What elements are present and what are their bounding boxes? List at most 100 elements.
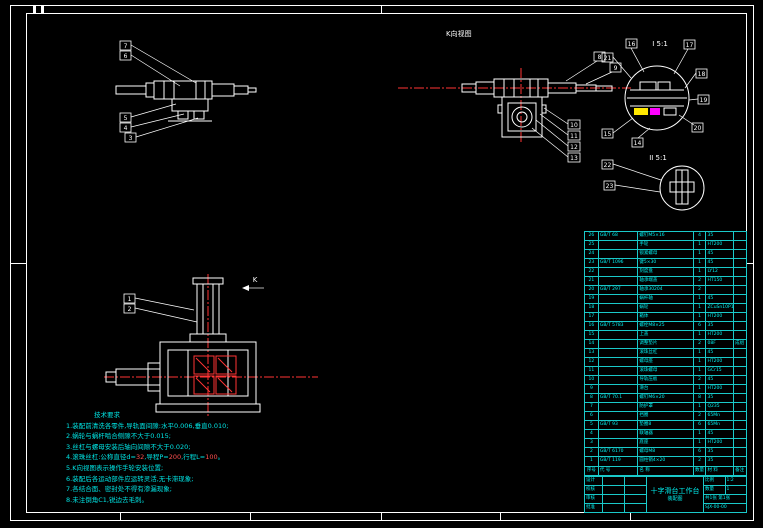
bom-cell-code: [599, 385, 639, 393]
signature-label: 设计: [585, 477, 603, 485]
bom-cell-no: 18: [585, 304, 599, 312]
bom-cell-material: 45: [706, 295, 735, 303]
bom-cell-qty: 1: [694, 250, 707, 258]
bom-row: 2 GB/T 6170 螺母M8 6 35: [585, 448, 746, 457]
callout-leaders: [612, 163, 662, 193]
bom-cell-code: GB/T 297: [599, 286, 639, 294]
bom-cell-remark: [734, 259, 746, 267]
bom-cell-material: 65Mn: [706, 421, 735, 429]
bom-cell-name: 滚珠螺母: [638, 367, 694, 375]
signature-row: 校核: [585, 486, 646, 495]
bom-cell-name: 刻度盘: [638, 268, 694, 276]
bom-cell-qty: 1: [694, 259, 707, 267]
bom-cell-remark: [734, 412, 746, 420]
bom-cell-material: Q235: [706, 403, 735, 411]
bom-header-no: 序号: [585, 467, 599, 475]
callout-balloons: 1 2: [123, 293, 136, 314]
bom-cell-material: HT200: [706, 385, 735, 393]
bom-row: 16 GB/T 5783 螺栓M8×25 6 35: [585, 322, 746, 331]
callout-number: 23: [606, 183, 614, 190]
bom-row: 9 滑台 1 HT200: [585, 385, 746, 394]
bom-cell-no: 9: [585, 385, 599, 393]
bom-cell-material: HT200: [706, 313, 735, 321]
callout-leaders: [134, 297, 198, 323]
bom-row: 23 GB/T 1096 键5×30 1 45: [585, 259, 746, 268]
bom-cell-remark: [734, 421, 746, 429]
bom-cell-name: 圆柱销4×20: [638, 457, 694, 466]
drawing-geometry: [105, 277, 261, 413]
bom-cell-code: [599, 412, 639, 420]
bom-cell-name: 箱体: [638, 313, 694, 321]
signature-cell: [603, 477, 625, 485]
callout-number: 13: [570, 155, 578, 162]
bom-cell-name: 联轴器: [638, 430, 694, 438]
bom-cell-no: 25: [585, 241, 599, 249]
bom-cell-no: 10: [585, 376, 599, 384]
bom-cell-code: [599, 250, 639, 258]
bom-cell-no: 3: [585, 439, 599, 447]
bom-cell-qty: 1: [694, 331, 707, 339]
bom-cell-qty: 2: [694, 457, 707, 466]
bom-cell-name: 底座: [638, 439, 694, 447]
bom-cell-name: 导轨压板: [638, 376, 694, 384]
callout-number: 2: [128, 306, 132, 313]
callout-number: 8: [598, 54, 602, 61]
bom-cell-remark: [734, 313, 746, 321]
bom-cell-no: 19: [585, 295, 599, 303]
callout-number: 22: [604, 162, 612, 169]
bom-row: 7 防护罩 1 Q235: [585, 403, 746, 412]
view-front-elevation: K 1 2: [104, 274, 318, 418]
scale-value: 1:2: [726, 478, 734, 483]
bom-rows: 26 GB/T 68 螺钉M5×16 4 35 25 手轮 1 HT200 24…: [585, 232, 746, 466]
bom-cell-material: 08F: [706, 340, 735, 348]
sheet-info: 共1张 第1张: [704, 495, 746, 504]
bom-cell-remark: [734, 358, 746, 366]
bom-cell-no: 17: [585, 313, 599, 321]
qty-row: 数量 1: [704, 486, 746, 495]
bom-cell-remark: [734, 403, 746, 411]
bom-cell-no: 11: [585, 367, 599, 375]
callout-leaders: [531, 60, 613, 158]
bom-header-remark: 备注: [735, 468, 745, 473]
bom-cell-qty: 1: [694, 403, 707, 411]
bom-row: 24 锁紧螺母 1 45: [585, 250, 746, 259]
note-text: ,导程P=: [144, 453, 169, 462]
detail-view-1: I 5:1 16 17 21 18 19 20 15 14: [601, 38, 710, 148]
bom-row: 4 联轴器 1 45: [585, 430, 746, 439]
bom-cell-material: 35: [706, 394, 735, 402]
bom-cell-material: 45: [706, 430, 735, 438]
bom-cell-no: 2: [585, 448, 599, 456]
bom-row: 1 GB/T 119 圆柱销4×20 2 35: [585, 457, 746, 466]
bom-cell-code: [599, 241, 639, 249]
bom-cell-qty: 2: [694, 376, 707, 384]
bom-row: 10 导轨压板 2 45: [585, 376, 746, 385]
callout-number: 3: [129, 135, 133, 142]
note-line: 8.未注倒角C1,锐边去毛刺。: [66, 495, 148, 504]
bom-cell-name: 垫圈8: [638, 421, 694, 429]
bom-cell-code: GB/T 119: [599, 457, 639, 466]
bom-cell-code: GB/T 70.1: [599, 394, 639, 402]
border-tick: [630, 513, 631, 521]
bom-row: 5 GB/T 93 垫圈8 6 65Mn: [585, 421, 746, 430]
bom-cell-qty: 8: [694, 394, 707, 402]
bom-cell-remark: [734, 349, 746, 357]
bom-row: 22 刻度盘 1 LY12: [585, 268, 746, 277]
bom-cell-material: 45: [706, 250, 735, 258]
bom-cell-remark: [734, 304, 746, 312]
bom-cell-code: GB/T 68: [599, 232, 639, 240]
callout-number: 19: [700, 97, 708, 104]
bom-cell-code: [599, 349, 639, 357]
signature-row: 审核: [585, 495, 646, 504]
callout-balloons: 16 17 21 18 19 20 15 14: [601, 38, 710, 148]
bom-cell-no: 23: [585, 259, 599, 267]
bom-row: 13 滚珠丝杠 1 45: [585, 349, 746, 358]
callout-balloons: 22 23: [601, 159, 616, 191]
bom-row: 25 手轮 1 HT200: [585, 241, 746, 250]
bom-cell-remark: [734, 376, 746, 384]
border-tick: [250, 513, 251, 521]
bom-cell-material: HT200: [706, 439, 735, 447]
bom-cell-qty: 1: [694, 313, 707, 321]
centering-mark-left: [10, 263, 26, 264]
note-line: 1.装配前清洗各零件,导轨面间隙:水平0.006,垂直0.010;: [66, 421, 229, 430]
